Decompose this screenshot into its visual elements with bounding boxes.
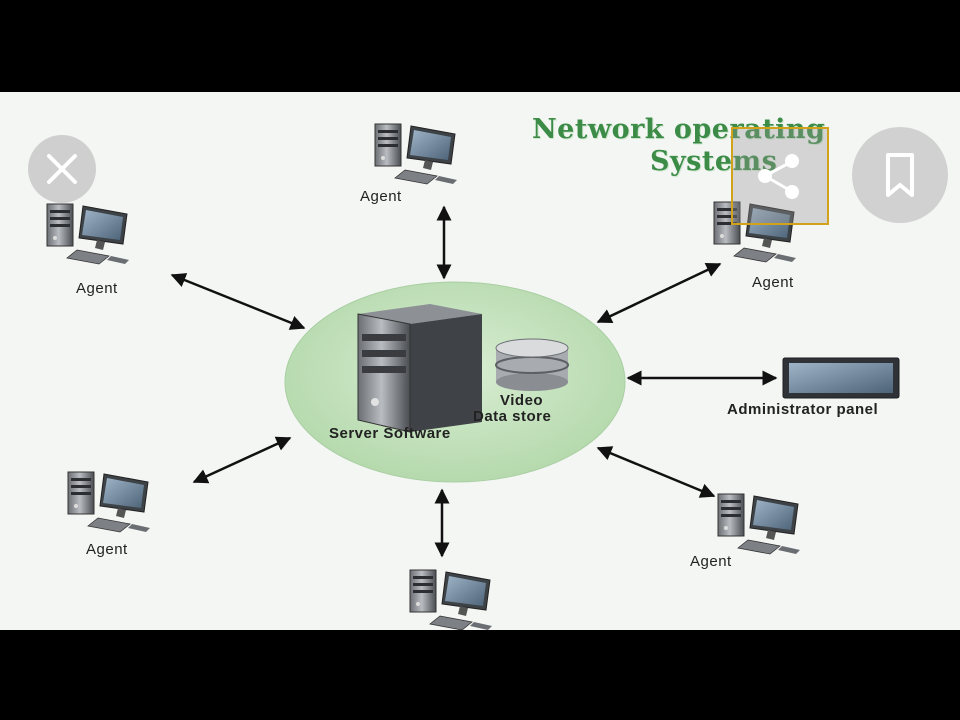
bottom-letterbox bbox=[0, 630, 960, 720]
diagram-title-line1: Network operating bbox=[532, 114, 826, 145]
agent-label: Agent bbox=[76, 280, 118, 297]
top-letterbox bbox=[0, 0, 960, 92]
diagram-title-line2: Systems bbox=[650, 146, 778, 177]
arrow-right-bottom-agent bbox=[596, 446, 716, 498]
bookmark-button[interactable] bbox=[852, 127, 948, 223]
video-store-label: Video bbox=[500, 392, 544, 409]
agent-label: Agent bbox=[690, 553, 732, 570]
diagram-canvas: Network operating Systems Agent Agent Ag… bbox=[0, 92, 960, 630]
server-software-label: Server Software bbox=[329, 425, 451, 442]
arrow-left-top-agent bbox=[170, 273, 306, 330]
agent-computer-icon bbox=[374, 123, 458, 185]
close-icon bbox=[47, 154, 77, 184]
admin-panel-icon bbox=[782, 357, 900, 399]
arrow-right-top-agent bbox=[596, 262, 722, 324]
share-button[interactable] bbox=[731, 127, 829, 225]
agent-computer-icon bbox=[67, 471, 151, 533]
administrator-panel-label: Administrator panel bbox=[727, 401, 879, 418]
agent-computer-icon bbox=[717, 493, 801, 555]
agent-computer-icon bbox=[46, 203, 130, 265]
network-diagram bbox=[46, 123, 900, 630]
close-button[interactable] bbox=[28, 135, 96, 203]
bookmark-icon bbox=[886, 153, 914, 197]
agent-label: Agent bbox=[752, 274, 794, 291]
agent-computer-icon bbox=[409, 569, 493, 630]
data-store-label: Data store bbox=[473, 408, 552, 425]
agent-label: Agent bbox=[86, 541, 128, 558]
data-store-icon bbox=[495, 338, 569, 391]
agent-label: Agent bbox=[360, 188, 402, 205]
share-icon bbox=[758, 154, 799, 199]
server-tower-icon bbox=[357, 304, 482, 433]
arrow-left-bottom-agent bbox=[192, 436, 292, 484]
